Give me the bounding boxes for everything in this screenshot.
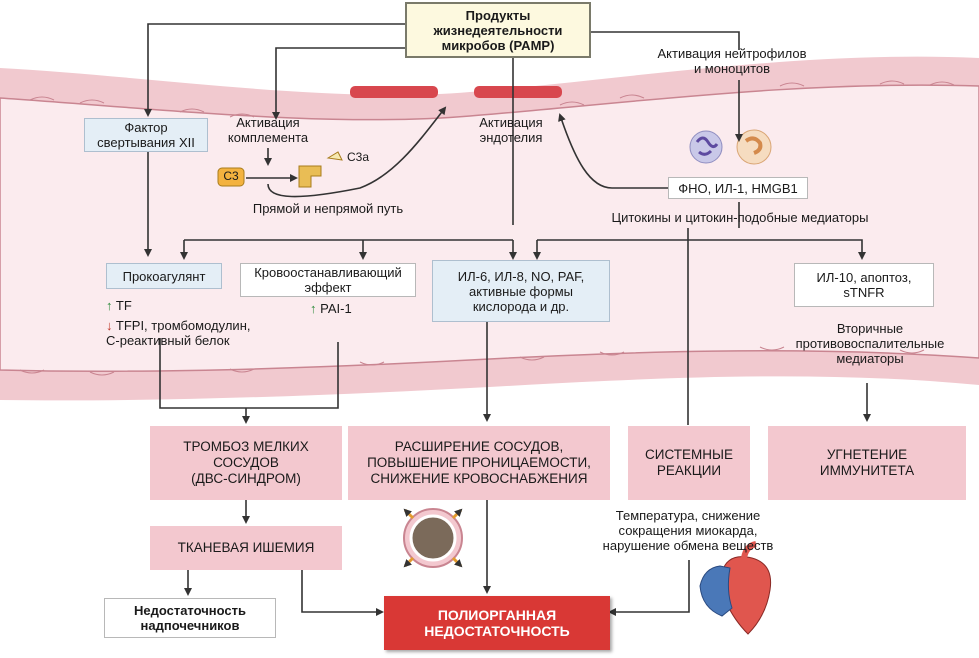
tnf-label: ФНО, ИЛ-1, HMGB1 — [678, 180, 798, 196]
hemostatic-label: Кровоостанавливающий эффект — [254, 265, 402, 295]
c3a-shape — [326, 151, 343, 161]
complement-activation-label: Активация комплемента — [227, 115, 309, 145]
activated-endothelial-cell — [474, 86, 562, 98]
tfpi-line: ↓ TFPI, тромбомодулин, C-реактивный бело… — [106, 318, 306, 348]
mediators-box: ИЛ-6, ИЛ-8, NO, PAF, активные формы кисл… — [432, 260, 610, 322]
hemostatic-box: Кровоостанавливающий эффект — [240, 263, 416, 297]
monocyte-icon — [736, 129, 772, 165]
adrenal-label: Недостаточность надпочечников — [133, 603, 247, 633]
procoagulant-box: Прокоагулянт — [106, 263, 222, 289]
neutrophil-icon — [689, 130, 723, 164]
thrombosis-box: ТРОМБОЗ МЕЛКИХ СОСУДОВ (ДВС-СИНДРОМ) — [150, 426, 342, 500]
mediators-label: ИЛ-6, ИЛ-8, NO, PAF, активные формы кисл… — [457, 268, 585, 314]
c3-shape — [217, 167, 245, 187]
pathway-label: Прямой и непрямой путь — [252, 201, 404, 216]
tf-label: TF — [115, 298, 132, 313]
down-arrow-icon: ↓ — [106, 318, 113, 333]
ischemia-label: ТКАНЕВАЯ ИШЕМИЯ — [177, 540, 315, 555]
secondary-label: Вторичные противовоспалительные медиатор… — [795, 321, 945, 366]
c3b-shape — [298, 165, 322, 188]
factor-xii-label: Фактор свертывания XII — [97, 120, 195, 150]
systemic-label: СИСТЕМНЫЕ РЕАКЦИИ — [645, 447, 733, 478]
mof-box: ПОЛИОРГАННАЯ НЕДОСТАТОЧНОСТЬ — [384, 596, 610, 650]
blood-vessel — [0, 56, 979, 401]
activated-endothelial-cell — [350, 86, 438, 98]
neutrophil-activation-label: Активация нейтрофилов и моноцитов — [657, 46, 807, 76]
c3-label: C3 — [223, 169, 239, 183]
pamp-label: Продукты жизнедеятельности микробов (PAM… — [433, 7, 563, 53]
temperature-label: Температура, снижение сокращения миокард… — [602, 508, 774, 553]
immunosuppression-box: УГНЕТЕНИЕ ИММУНИТЕТА — [768, 426, 966, 500]
ischemia-box: ТКАНЕВАЯ ИШЕМИЯ — [150, 526, 342, 570]
thrombosis-label: ТРОМБОЗ МЕЛКИХ СОСУДОВ (ДВС-СИНДРОМ) — [183, 439, 309, 486]
pamp-box: Продукты жизнедеятельности микробов (PAM… — [405, 2, 591, 58]
il10-label: ИЛ-10, апоптоз, sTNFR — [816, 270, 912, 300]
up-arrow-icon: ↑ — [310, 301, 317, 316]
procoagulant-label: Прокоагулянт — [122, 268, 206, 284]
pai-line: ↑ PAI-1 — [310, 301, 410, 316]
heart-icon — [699, 541, 772, 635]
vasodilation-box: РАСШИРЕНИЕ СОСУДОВ, ПОВЫШЕНИЕ ПРОНИЦАЕМО… — [348, 426, 610, 500]
immunosuppression-label: УГНЕТЕНИЕ ИММУНИТЕТА — [819, 447, 915, 478]
systemic-box: СИСТЕМНЫЕ РЕАКЦИИ — [628, 426, 750, 500]
tnf-box: ФНО, ИЛ-1, HMGB1 — [668, 177, 808, 199]
adrenal-box: Недостаточность надпочечников — [104, 598, 276, 638]
tfpi-label: TFPI, тромбомодулин, C-реактивный белок — [106, 318, 251, 348]
up-arrow-icon: ↑ — [106, 298, 113, 313]
tf-line: ↑ TF — [106, 298, 306, 313]
il10-box: ИЛ-10, апоптоз, sTNFR — [794, 263, 934, 307]
c3a-label: C3a — [346, 150, 369, 164]
arrows — [144, 23, 871, 616]
endothelium-activation-label: Активация эндотелия — [479, 115, 543, 145]
pai-label: PAI-1 — [320, 301, 352, 316]
vessel-ring-icon — [403, 508, 463, 568]
mof-label: ПОЛИОРГАННАЯ НЕДОСТАТОЧНОСТЬ — [424, 607, 570, 639]
cytokines-label: Цитокины и цитокин-подобные медиаторы — [611, 210, 869, 225]
vasodilation-label: РАСШИРЕНИЕ СОСУДОВ, ПОВЫШЕНИЕ ПРОНИЦАЕМО… — [367, 439, 591, 486]
factor-xii-box: Фактор свертывания XII — [84, 118, 208, 152]
